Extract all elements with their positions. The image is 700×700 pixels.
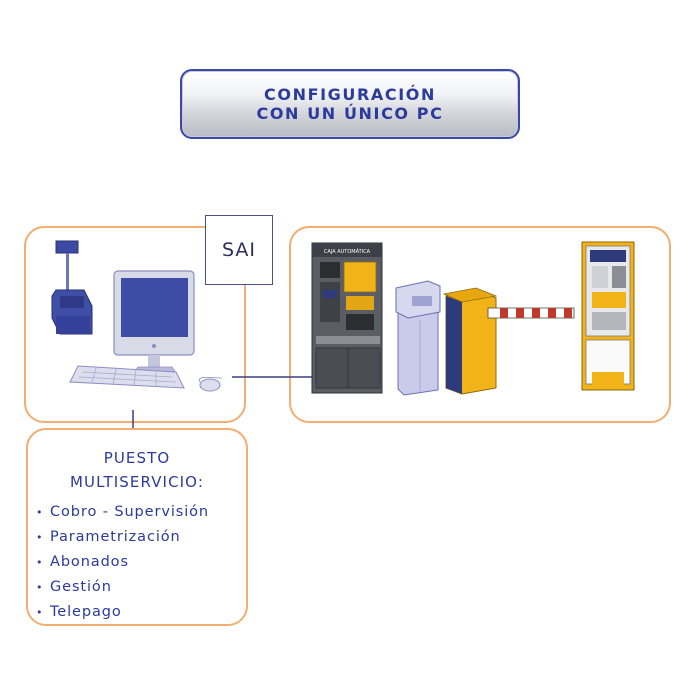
pc-monitor-icon (113, 270, 195, 374)
puesto-multiservicio-panel: PUESTO MULTISERVICIO: • Cobro - Supervisi… (26, 428, 248, 626)
bullet-icon: • (36, 506, 44, 519)
ticket-printer-icon (51, 240, 93, 335)
service-item-label: Gestión (50, 579, 112, 595)
bullet-icon: • (36, 531, 44, 544)
service-item-label: Abonados (50, 554, 129, 570)
barrier-gate-icon (442, 287, 575, 395)
pay-station-icon (311, 242, 383, 394)
ticket-dispenser-icon (395, 280, 441, 396)
bullet-icon: • (36, 556, 44, 569)
list-item: • Gestión (36, 575, 246, 600)
list-item: • Abonados (36, 550, 246, 575)
list-item: • Telepago (36, 600, 246, 625)
list-item: • Parametrización (36, 525, 246, 550)
bullet-icon: • (36, 606, 44, 619)
sai-box: SAI (205, 215, 273, 285)
exit-terminal-icon (581, 241, 635, 391)
service-item-label: Cobro - Supervisión (50, 504, 209, 520)
keyboard-icon (69, 365, 185, 389)
title-line-2: CON UN ÚNICO PC (256, 104, 444, 123)
service-item-label: Parametrización (50, 529, 181, 545)
list-item: • Cobro - Supervisión (36, 500, 246, 525)
service-item-label: Telepago (50, 604, 122, 620)
panel-heading-line-1: PUESTO (103, 449, 171, 467)
panel-heading-line-2: MULTISERVICIO: (70, 473, 204, 491)
bullet-icon: • (36, 581, 44, 594)
title-banner: CONFIGURACIÓN CON UN ÚNICO PC (180, 69, 520, 139)
service-list: • Cobro - Supervisión • Parametrización • A… (28, 500, 246, 625)
mouse-icon (198, 376, 223, 392)
title-line-1: CONFIGURACIÓN (264, 85, 436, 104)
